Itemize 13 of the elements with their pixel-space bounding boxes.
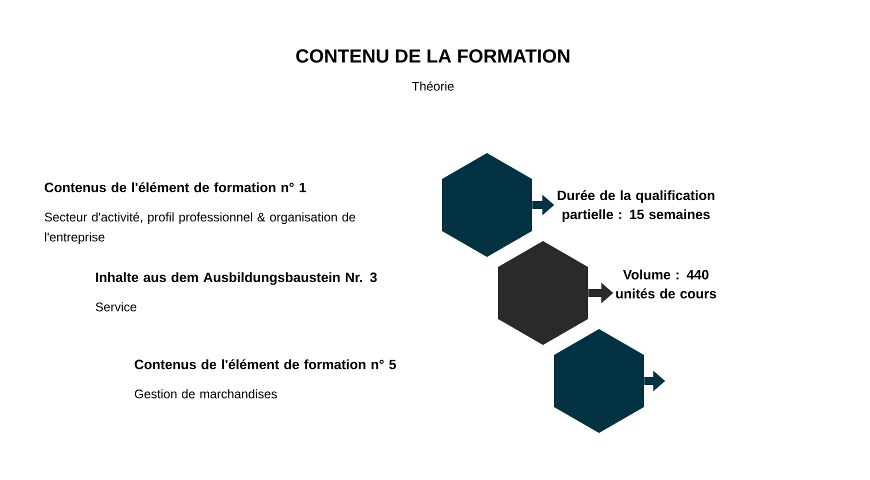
heading-text: Contenus de l'élément de formation n° 5 bbox=[134, 359, 396, 370]
description-text: Service bbox=[96, 302, 136, 312]
subtitle: Théorie bbox=[412, 81, 454, 91]
title: CONTENU DE LA FORMATION bbox=[296, 49, 570, 63]
info-text: Durée de la qualification partielle : 15 semaines bbox=[558, 190, 714, 222]
description-text: Gestion de marchandises bbox=[134, 389, 277, 398]
hexagon bbox=[554, 329, 644, 433]
heading-text: Contenus de l'élément de formation n° 1 bbox=[44, 182, 306, 192]
heading-text: Inhalte aus dem Ausbildungsbaustein Nr. 3 bbox=[96, 272, 377, 285]
hexagon bbox=[498, 241, 588, 345]
hexagon bbox=[442, 153, 532, 257]
info-text: Volume : 440 unités de cours bbox=[616, 270, 716, 298]
description-text: Secteur d'activité, profil professionnel & organisation de l'entreprise bbox=[44, 212, 356, 244]
